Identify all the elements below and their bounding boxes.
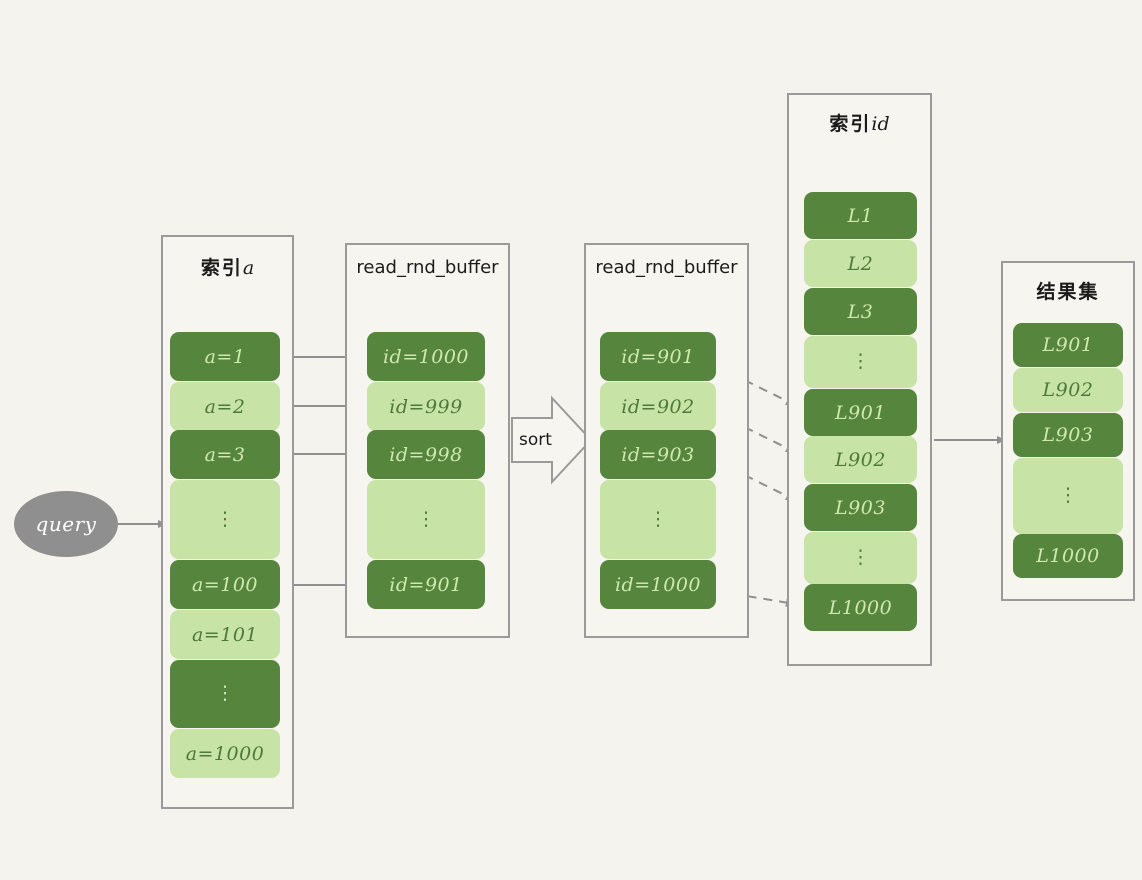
sort-label: sort xyxy=(519,430,552,450)
cell-label: a=1 xyxy=(204,345,246,368)
vertical-ellipsis-icon: ⋮ xyxy=(851,546,870,569)
cell-idx-L2[interactable]: L2 xyxy=(804,240,917,287)
cell-a-gap2[interactable]: ⋮ xyxy=(170,660,280,728)
cell-a-101[interactable]: a=101 xyxy=(170,610,280,659)
cell-buf1-id901[interactable]: id=901 xyxy=(367,560,485,609)
cell-buf2-id901[interactable]: id=901 xyxy=(600,332,716,381)
cell-idx-L3[interactable]: L3 xyxy=(804,288,917,335)
cell-label: id=998 xyxy=(389,443,463,466)
cell-label: a=3 xyxy=(204,443,246,466)
cell-idx-L1[interactable]: L1 xyxy=(804,192,917,239)
cell-buf1-gap[interactable]: ⋮ xyxy=(367,480,485,559)
cell-buf2-id902[interactable]: id=902 xyxy=(600,382,716,431)
cell-idx-gap2[interactable]: ⋮ xyxy=(804,532,917,584)
cell-label: L1 xyxy=(847,204,874,227)
container-title-index-a: 索引a xyxy=(163,253,292,280)
cell-res-L903[interactable]: L903 xyxy=(1013,413,1123,457)
cell-idx-L901[interactable]: L901 xyxy=(804,389,917,436)
cell-label: id=999 xyxy=(389,395,463,418)
cell-label: a=100 xyxy=(191,573,258,596)
container-title-cjk-text: 索引 xyxy=(829,113,872,135)
container-title-index-id: 索引id xyxy=(789,109,930,136)
container-title-cjk-text: 索引 xyxy=(200,257,243,279)
container-title-latin-text: a xyxy=(242,257,255,279)
cell-label: id=1000 xyxy=(382,345,469,368)
cell-idx-L903[interactable]: L903 xyxy=(804,484,917,531)
cell-a-100[interactable]: a=100 xyxy=(170,560,280,609)
cell-res-gap[interactable]: ⋮ xyxy=(1013,458,1123,534)
cell-label: a=1000 xyxy=(185,742,265,765)
cell-buf1-id999[interactable]: id=999 xyxy=(367,382,485,431)
cell-label: L902 xyxy=(835,448,886,471)
cell-label: L903 xyxy=(1042,424,1094,446)
cell-idx-L1000[interactable]: L1000 xyxy=(804,584,917,631)
cell-label: L3 xyxy=(847,300,874,323)
cell-label: L1000 xyxy=(828,596,893,619)
cell-a-1000[interactable]: a=1000 xyxy=(170,729,280,778)
cell-a-2[interactable]: a=2 xyxy=(170,382,280,431)
query-label: query xyxy=(35,512,97,536)
cell-label: id=902 xyxy=(621,395,695,418)
cell-buf2-id903[interactable]: id=903 xyxy=(600,430,716,479)
cell-buf2-id1000[interactable]: id=1000 xyxy=(600,560,716,609)
vertical-ellipsis-icon: ⋮ xyxy=(416,507,436,530)
cell-label: L903 xyxy=(835,496,886,519)
cell-a-3[interactable]: a=3 xyxy=(170,430,280,479)
cell-res-L902[interactable]: L902 xyxy=(1013,368,1123,412)
cell-label: L901 xyxy=(1042,334,1094,356)
vertical-ellipsis-icon: ⋮ xyxy=(851,350,870,373)
vertical-ellipsis-icon: ⋮ xyxy=(648,507,668,530)
cell-label: a=101 xyxy=(191,623,258,646)
container-title-result-set: 结果集 xyxy=(1003,277,1133,304)
cell-idx-gap1[interactable]: ⋮ xyxy=(804,336,917,388)
vertical-ellipsis-icon: ⋮ xyxy=(215,507,235,530)
container-title-read-rnd-buffer-1: read_rnd_buffer xyxy=(356,257,499,278)
cell-res-L901[interactable]: L901 xyxy=(1013,323,1123,367)
cell-idx-L902[interactable]: L902 xyxy=(804,436,917,483)
cell-a-1[interactable]: a=1 xyxy=(170,332,280,381)
cell-label: L901 xyxy=(835,401,886,424)
cell-label: L1000 xyxy=(1036,545,1100,567)
container-title-cjk-text: 结果集 xyxy=(1036,281,1100,303)
cell-buf1-id1000[interactable]: id=1000 xyxy=(367,332,485,381)
container-title-read-rnd-buffer-2: read_rnd_buffer xyxy=(595,257,738,278)
cell-label: L2 xyxy=(847,252,874,275)
query-node[interactable]: query xyxy=(14,491,118,557)
vertical-ellipsis-icon: ⋮ xyxy=(215,682,235,705)
cell-label: id=903 xyxy=(621,443,695,466)
cell-label: id=901 xyxy=(389,573,463,596)
cell-a-gap1[interactable]: ⋮ xyxy=(170,480,280,559)
cell-label: id=1000 xyxy=(614,573,701,596)
cell-res-L1000[interactable]: L1000 xyxy=(1013,534,1123,578)
cell-label: id=901 xyxy=(621,345,695,368)
cell-label: a=2 xyxy=(204,395,246,418)
cell-buf2-gap[interactable]: ⋮ xyxy=(600,480,716,559)
vertical-ellipsis-icon: ⋮ xyxy=(1058,484,1078,507)
container-title-latin-text: id xyxy=(871,113,890,135)
cell-label: L902 xyxy=(1042,379,1094,401)
cell-buf1-id998[interactable]: id=998 xyxy=(367,430,485,479)
